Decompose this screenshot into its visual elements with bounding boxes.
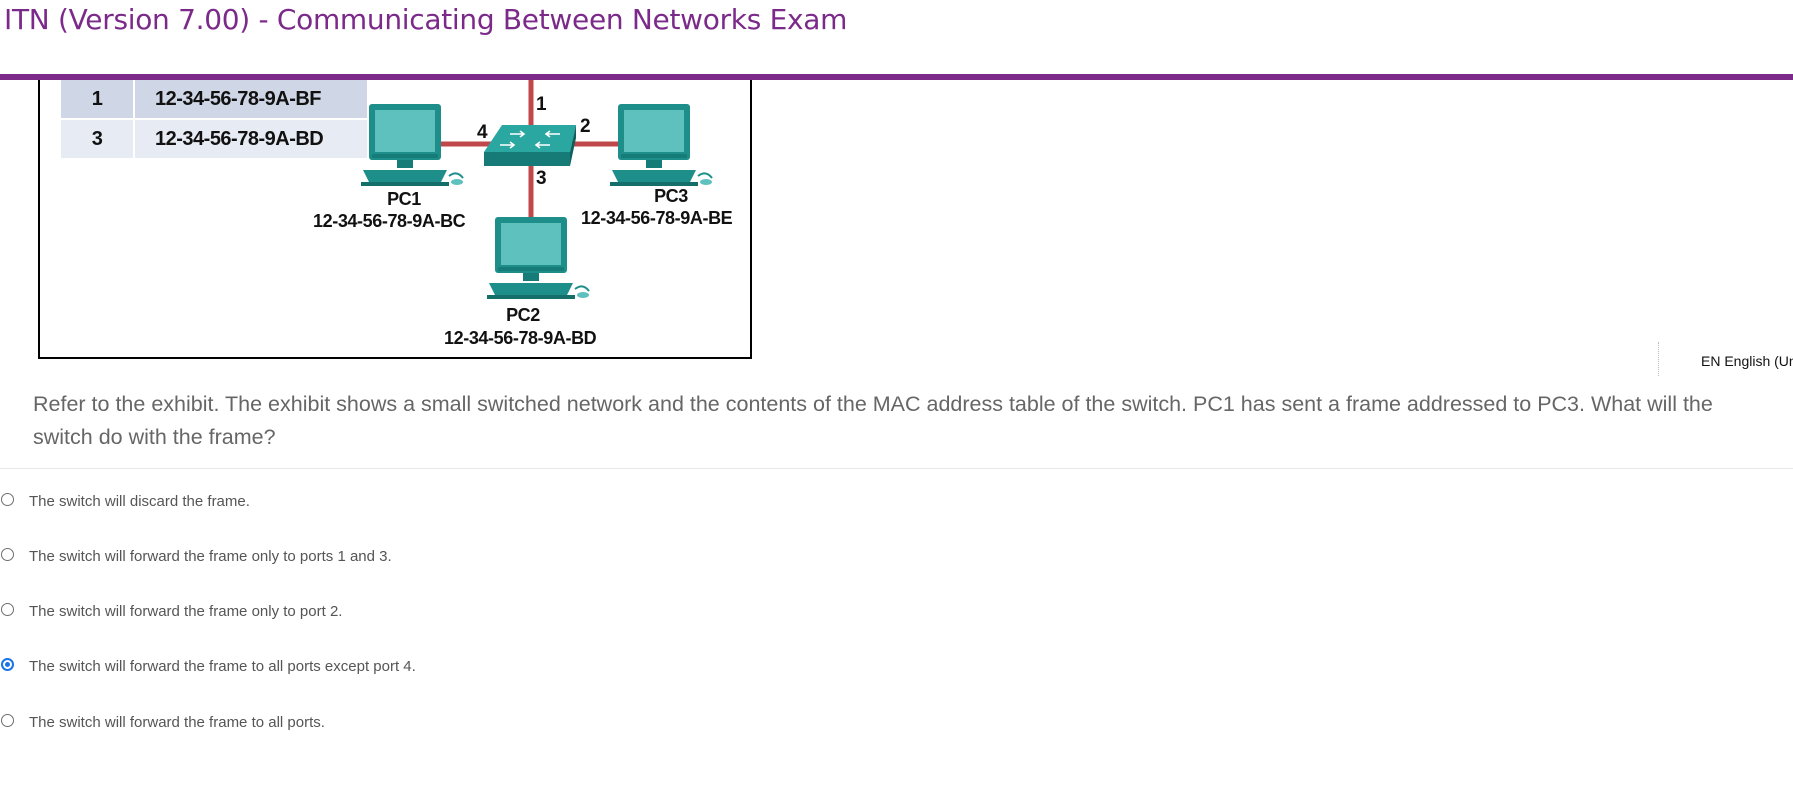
- radio-button-selected[interactable]: [1, 658, 14, 671]
- answer-label[interactable]: The switch will discard the frame.: [29, 493, 250, 510]
- answer-label[interactable]: The switch will forward the frame only t…: [29, 603, 343, 620]
- exhibit-figure: 1 12-34-56-78-9A-BF 3 12-34-56-78-9A-BD: [38, 80, 752, 359]
- radio-button[interactable]: [1, 603, 14, 616]
- pc3-mac: 12-34-56-78-9A-BE: [581, 208, 733, 228]
- radio-button[interactable]: [1, 714, 14, 727]
- pc1-label: PC1: [387, 189, 421, 209]
- page-title: ITN (Version 7.00) - Communicating Betwe…: [4, 3, 848, 36]
- divider: [0, 468, 1793, 469]
- port-label-3: 3: [536, 168, 547, 189]
- radio-button[interactable]: [1, 548, 14, 561]
- pc3-label: PC3: [654, 186, 688, 206]
- mac-address-table: 1 12-34-56-78-9A-BF 3 12-34-56-78-9A-BD: [61, 80, 367, 158]
- table-cell-mac: 12-34-56-78-9A-BF: [134, 80, 367, 120]
- answer-label[interactable]: The switch will forward the frame only t…: [29, 548, 392, 565]
- port-label-4: 4: [477, 122, 488, 143]
- question-text: Refer to the exhibit. The exhibit shows …: [33, 392, 1713, 449]
- port-label-2: 2: [580, 116, 591, 137]
- pc2-icon: [486, 216, 590, 300]
- table-cell-port: 1: [61, 80, 135, 120]
- port-label-1: 1: [536, 94, 547, 115]
- radio-button[interactable]: [1, 493, 14, 506]
- pc1-mac: 12-34-56-78-9A-BC: [313, 211, 466, 231]
- table-row: 1 12-34-56-78-9A-BF: [61, 80, 367, 120]
- page-header: ITN (Version 7.00) - Communicating Betwe…: [0, 0, 1793, 80]
- table-row: 3 12-34-56-78-9A-BD: [61, 119, 367, 158]
- table-cell-port: 3: [61, 119, 135, 158]
- table-cell-mac: 12-34-56-78-9A-BD: [134, 119, 367, 158]
- language-label: EN English (Uni: [1701, 353, 1793, 369]
- answer-label[interactable]: The switch will forward the frame to all…: [29, 658, 416, 675]
- switch-icon: [484, 125, 576, 166]
- language-selector[interactable]: EN English (Uni: [1658, 342, 1793, 376]
- answer-label[interactable]: The switch will forward the frame to all…: [29, 714, 325, 731]
- network-diagram: [360, 80, 713, 300]
- pc2-mac: 12-34-56-78-9A-BD: [444, 328, 597, 348]
- pc2-label: PC2: [506, 305, 540, 325]
- header-accent-bar: [0, 74, 1793, 80]
- pc3-icon: [609, 103, 713, 187]
